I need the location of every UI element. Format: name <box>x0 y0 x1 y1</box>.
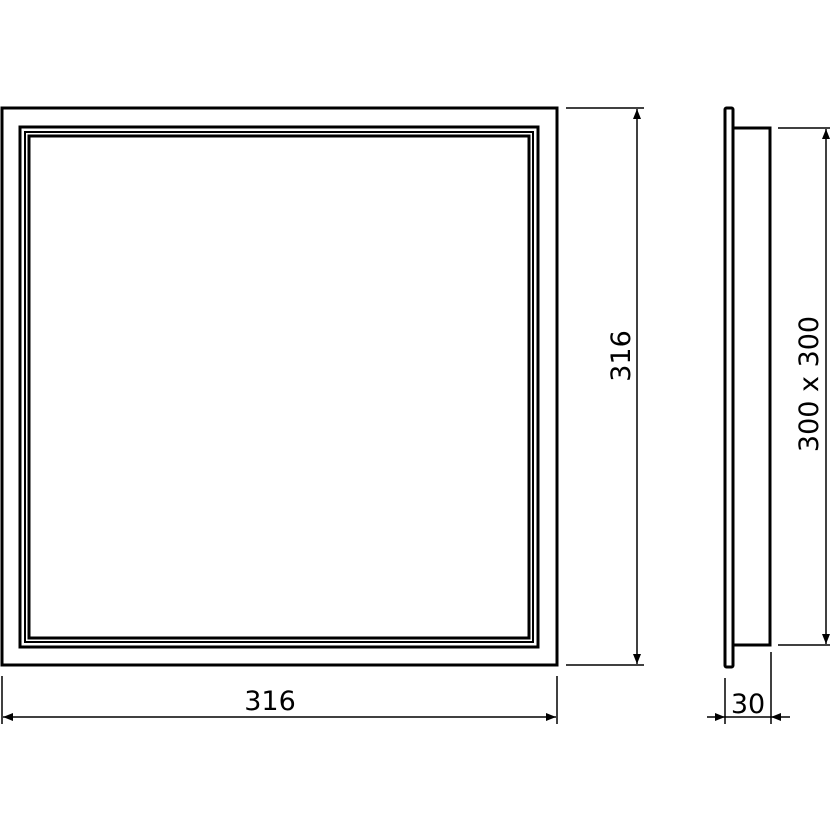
inner-frame-outer-edge <box>18 125 540 649</box>
width-dimension: 316 <box>1 676 558 724</box>
depth-dimension: 30 <box>707 652 790 724</box>
inner-frame-inner-edge <box>27 134 531 640</box>
side-view <box>723 106 772 669</box>
side-box <box>731 126 772 647</box>
inner-frame-middle-edge <box>24 131 534 643</box>
size-dimension: 300 x 300 <box>778 127 830 646</box>
front-view <box>0 106 559 667</box>
width-label: 316 <box>244 686 296 717</box>
outer-frame <box>0 106 559 667</box>
depth-label: 30 <box>731 689 765 720</box>
height-dimension: 316 <box>566 107 644 666</box>
size-label: 300 x 300 <box>794 316 825 452</box>
height-label: 316 <box>606 330 637 382</box>
